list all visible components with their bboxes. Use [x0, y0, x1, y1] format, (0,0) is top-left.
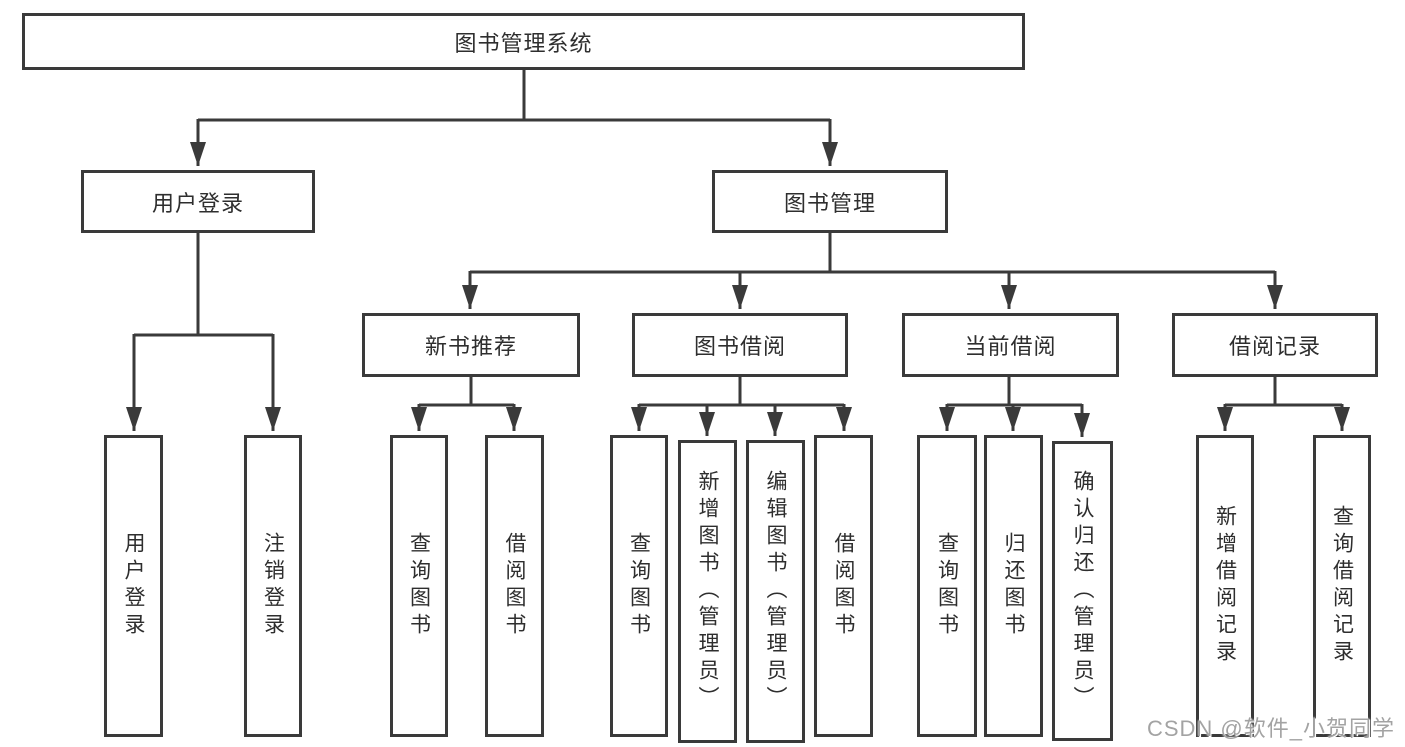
csdn-watermark: CSDN @软件_小贺同学: [1146, 716, 1395, 741]
node-book-management: 图书管理: [712, 170, 948, 233]
leaf-recommend-query-books: 查询图书: [390, 435, 448, 737]
leaf-borrowing-borrow-books: 借阅图书: [814, 435, 873, 737]
leaf-borrowing-query-books: 查询图书: [610, 435, 668, 737]
leaf-current-confirm-return-admin: 确认归还（管理员）: [1052, 441, 1113, 741]
node-new-book-recommendation: 新书推荐: [362, 313, 580, 377]
leaf-borrowing-edit-books-admin: 编辑图书（管理员）: [746, 440, 805, 743]
leaf-current-return-books: 归还图书: [984, 435, 1043, 737]
leaf-records-query-borrow-record: 查询借阅记录: [1313, 435, 1371, 737]
leaf-logout-login: 注销登录: [244, 435, 302, 737]
leaf-records-add-borrow-record: 新增借阅记录: [1196, 435, 1254, 737]
leaf-borrowing-add-books-admin: 新增图书（管理员）: [678, 440, 737, 743]
node-library-management-system: 图书管理系统: [22, 13, 1025, 70]
leaf-current-query-books: 查询图书: [917, 435, 977, 737]
node-user-login: 用户登录: [81, 170, 315, 233]
node-current-borrowing: 当前借阅: [902, 313, 1119, 377]
leaf-user-login: 用户登录: [104, 435, 163, 737]
leaf-recommend-borrow-books: 借阅图书: [485, 435, 544, 737]
node-book-borrowing: 图书借阅: [632, 313, 848, 377]
node-borrowing-records: 借阅记录: [1172, 313, 1378, 377]
